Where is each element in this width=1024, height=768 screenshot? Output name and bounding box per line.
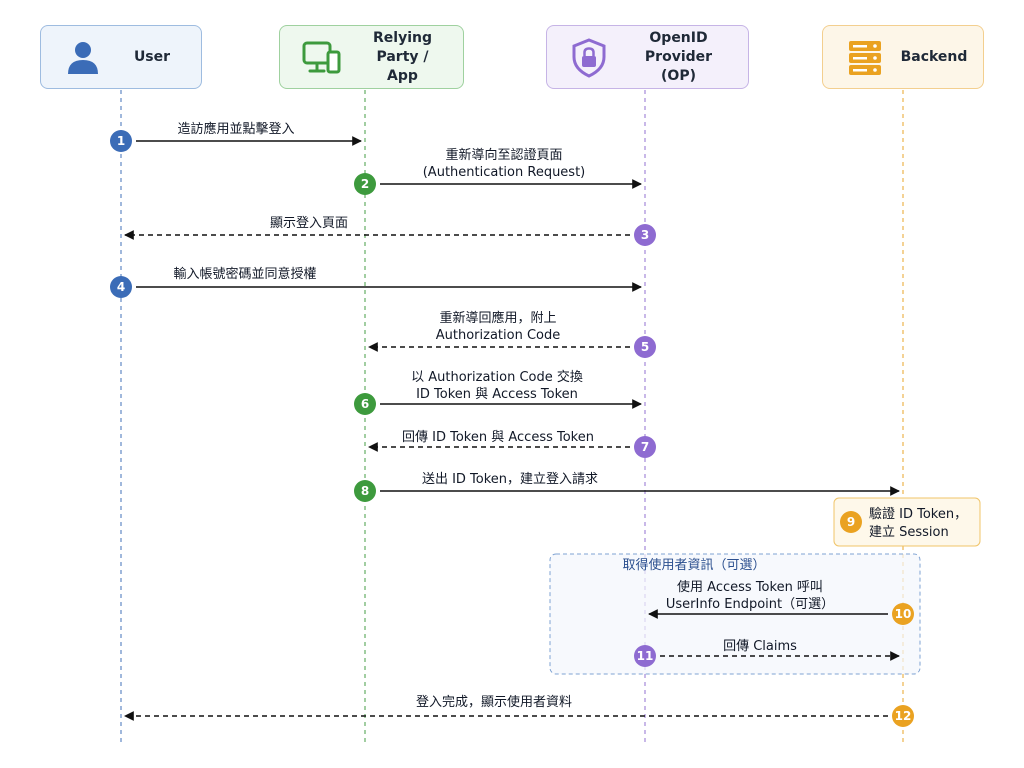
message-label: ID Token 與 Access Token (416, 387, 578, 402)
actor-openid-provider-label: OpenID Provider (OP) (644, 29, 713, 84)
message-label: Authorization Code (436, 328, 560, 343)
message-step-12: 登入完成，顯示使用者資料 12 (124, 694, 914, 727)
message-step-7: 回傳 ID Token 與 Access Token 7 (368, 430, 656, 458)
message-label: 以 Authorization Code 交換 (411, 369, 583, 385)
message-step-1: 造訪應用並點擊登入 1 (110, 121, 362, 152)
svg-text:1: 1 (117, 134, 125, 148)
step-badge-5: 5 (634, 336, 656, 358)
svg-text:10: 10 (895, 607, 912, 621)
step-badge-9: 9 (840, 511, 862, 533)
message-label: (Authentication Request) (423, 165, 586, 180)
message-label: UserInfo Endpoint（可選） (666, 597, 834, 612)
message-step-5: 重新導回應用，附上 Authorization Code 5 (368, 310, 656, 358)
monitor-icon (302, 41, 341, 74)
message-label: 輸入帳號密碼並同意授權 (173, 266, 316, 282)
svg-text:7: 7 (641, 440, 649, 454)
step-badge-4: 4 (110, 276, 132, 298)
message-label: 回傳 Claims (723, 639, 797, 654)
actor-openid-provider: OpenID Provider (OP) (546, 25, 749, 89)
optional-group-title: 取得使用者資訊（可選） (622, 557, 765, 573)
svg-text:11: 11 (637, 649, 654, 663)
svg-text:12: 12 (895, 709, 912, 723)
svg-text:2: 2 (361, 177, 369, 191)
shield-lock-icon (572, 38, 606, 78)
actor-user-label: User (133, 48, 171, 65)
svg-text:5: 5 (641, 340, 649, 354)
step-badge-1: 1 (110, 130, 132, 152)
message-step-3: 顯示登入頁面 3 (124, 216, 656, 246)
actor-backend-label: Backend (900, 48, 968, 65)
message-step-9: 9 驗證 ID Token， 建立 Session (833, 497, 981, 547)
message-step-2: 重新導向至認證頁面 (Authentication Request) 2 (354, 147, 642, 195)
note-box (833, 497, 981, 547)
actor-relying-party-label: Relying Party / App (373, 29, 432, 84)
message-label: 造訪應用並點擊登入 (177, 121, 294, 137)
step-badge-8: 8 (354, 480, 376, 502)
user-icon (68, 42, 98, 74)
message-step-4: 輸入帳號密碼並同意授權 4 (110, 266, 642, 298)
message-step-6: 以 Authorization Code 交換 ID Token 與 Access… (354, 369, 642, 415)
svg-text:6: 6 (361, 397, 369, 411)
svg-text:3: 3 (641, 228, 649, 242)
message-step-10: 使用 Access Token 呼叫 UserInfo Endpoint（可選） 1… (648, 579, 914, 625)
step-badge-12: 12 (892, 705, 914, 727)
message-label: 送出 ID Token，建立登入請求 (422, 472, 598, 487)
actor-relying-party: Relying Party / App (279, 25, 464, 89)
message-label: 登入完成，顯示使用者資料 (416, 694, 572, 710)
svg-text:9: 9 (847, 515, 855, 529)
message-step-11: 回傳 Claims 11 (634, 639, 900, 667)
step-badge-7: 7 (634, 436, 656, 458)
svg-text:8: 8 (361, 484, 369, 498)
actor-backend: Backend (822, 25, 984, 89)
step-badge-11: 11 (634, 645, 656, 667)
note-text: 建立 Session (869, 525, 949, 540)
step-badge-6: 6 (354, 393, 376, 415)
step-badge-2: 2 (354, 173, 376, 195)
message-label: 顯示登入頁面 (270, 216, 348, 231)
actor-user: User (40, 25, 202, 89)
message-label: 使用 Access Token 呼叫 (677, 579, 823, 595)
step-badge-3: 3 (634, 224, 656, 246)
message-label: 重新導向至認證頁面 (445, 147, 562, 163)
message-step-8: 送出 ID Token，建立登入請求 8 (354, 472, 900, 502)
step-badge-10: 10 (892, 603, 914, 625)
message-label: 回傳 ID Token 與 Access Token (402, 430, 594, 445)
note-text: 驗證 ID Token， (869, 506, 967, 522)
svg-text:4: 4 (117, 280, 125, 294)
server-icon (849, 41, 881, 75)
message-label: 重新導回應用，附上 (439, 310, 556, 326)
